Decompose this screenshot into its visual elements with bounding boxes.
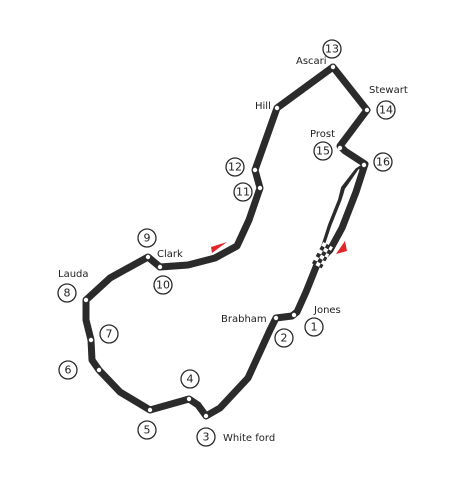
turn-number: 8	[64, 287, 71, 300]
turn-number: 12	[228, 161, 242, 174]
turn-number: 3	[203, 431, 210, 444]
turn-marker-12: 12	[225, 157, 245, 177]
turn-number: 9	[144, 232, 151, 245]
turn-marker-16: 16	[373, 152, 393, 172]
corner-name-brabham: Brabham	[221, 314, 267, 325]
turn-marker-14: 14	[376, 100, 396, 120]
corner-name-clark: Clark	[157, 249, 183, 260]
turn-number: 1	[311, 321, 318, 334]
turn-marker-7: 7	[99, 324, 119, 344]
turn-marker-1: 1	[304, 317, 324, 337]
turn-marker-9: 9	[137, 228, 157, 248]
checkered-flag-icon	[311, 242, 333, 269]
turn-number: 4	[187, 373, 194, 386]
turn-marker-5: 5	[137, 420, 157, 440]
turn-marker-11: 11	[233, 182, 253, 202]
corner-dots	[83, 64, 370, 419]
corner-name-stewart: Stewart	[369, 85, 408, 96]
turn-number: 10	[156, 279, 170, 292]
turn-number: 14	[379, 104, 393, 117]
turn-number: 6	[65, 364, 72, 377]
turn-marker-4: 4	[180, 369, 200, 389]
turn-number: 7	[106, 328, 113, 341]
turn-marker-2: 2	[274, 328, 294, 348]
turn-marker-3: 3	[196, 427, 216, 447]
turn-number: 13	[325, 43, 339, 56]
corner-name-hill: Hill	[255, 101, 271, 112]
turn-marker-13: 13	[322, 39, 342, 59]
corner-name-lauda: Lauda	[58, 269, 89, 280]
turn-number: 5	[144, 424, 151, 437]
turn-number: 16	[376, 156, 390, 169]
corner-name-jones: Jones	[313, 305, 341, 316]
turn-marker-10: 10	[153, 275, 173, 295]
red-triangle-flag-icon	[211, 242, 227, 253]
red-triangle-flag-icon	[336, 241, 347, 254]
turn-marker-6: 6	[58, 360, 78, 380]
turn-marker-15: 15	[313, 141, 333, 161]
turn-number: 2	[281, 332, 288, 345]
corner-name-prost: Prost	[310, 129, 335, 140]
corner-name-white-ford: White ford	[223, 433, 275, 444]
corner-name-ascari: Ascari	[296, 56, 327, 67]
turn-marker-8: 8	[57, 283, 77, 303]
turn-number: 11	[236, 186, 250, 199]
turn-number: 15	[316, 145, 330, 158]
